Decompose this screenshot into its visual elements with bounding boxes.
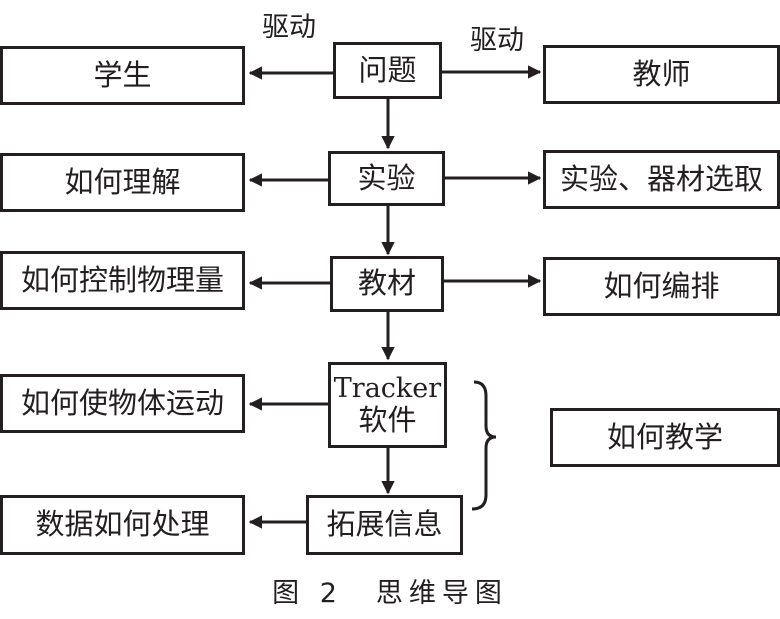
node-understand: 如何理解 [0, 153, 245, 212]
node-arrange: 如何编排 [543, 257, 780, 316]
node-teacher: 教师 [543, 45, 780, 104]
node-motion: 如何使物体运动 [0, 374, 245, 433]
edge-label-drive-left: 驱动 [262, 12, 316, 43]
node-textbook: 教材 [330, 256, 444, 312]
node-tracker: Tracker 软件 [328, 362, 447, 448]
figure-caption: 图 2 思维导图 [272, 578, 508, 609]
node-problem: 问题 [333, 42, 442, 99]
node-student: 学生 [0, 46, 245, 105]
node-expand: 拓展信息 [306, 495, 463, 555]
node-dataproc: 数据如何处理 [0, 495, 245, 555]
node-experiment: 实验 [328, 151, 445, 206]
node-teach: 如何教学 [550, 408, 780, 467]
curly-brace [471, 380, 497, 511]
node-tracker-line2: 软件 [358, 402, 417, 437]
node-equipment: 实验、器材选取 [543, 150, 780, 209]
edge-label-drive-right: 驱动 [470, 25, 524, 56]
node-control: 如何控制物理量 [0, 251, 245, 310]
node-tracker-line1: Tracker [333, 372, 442, 404]
